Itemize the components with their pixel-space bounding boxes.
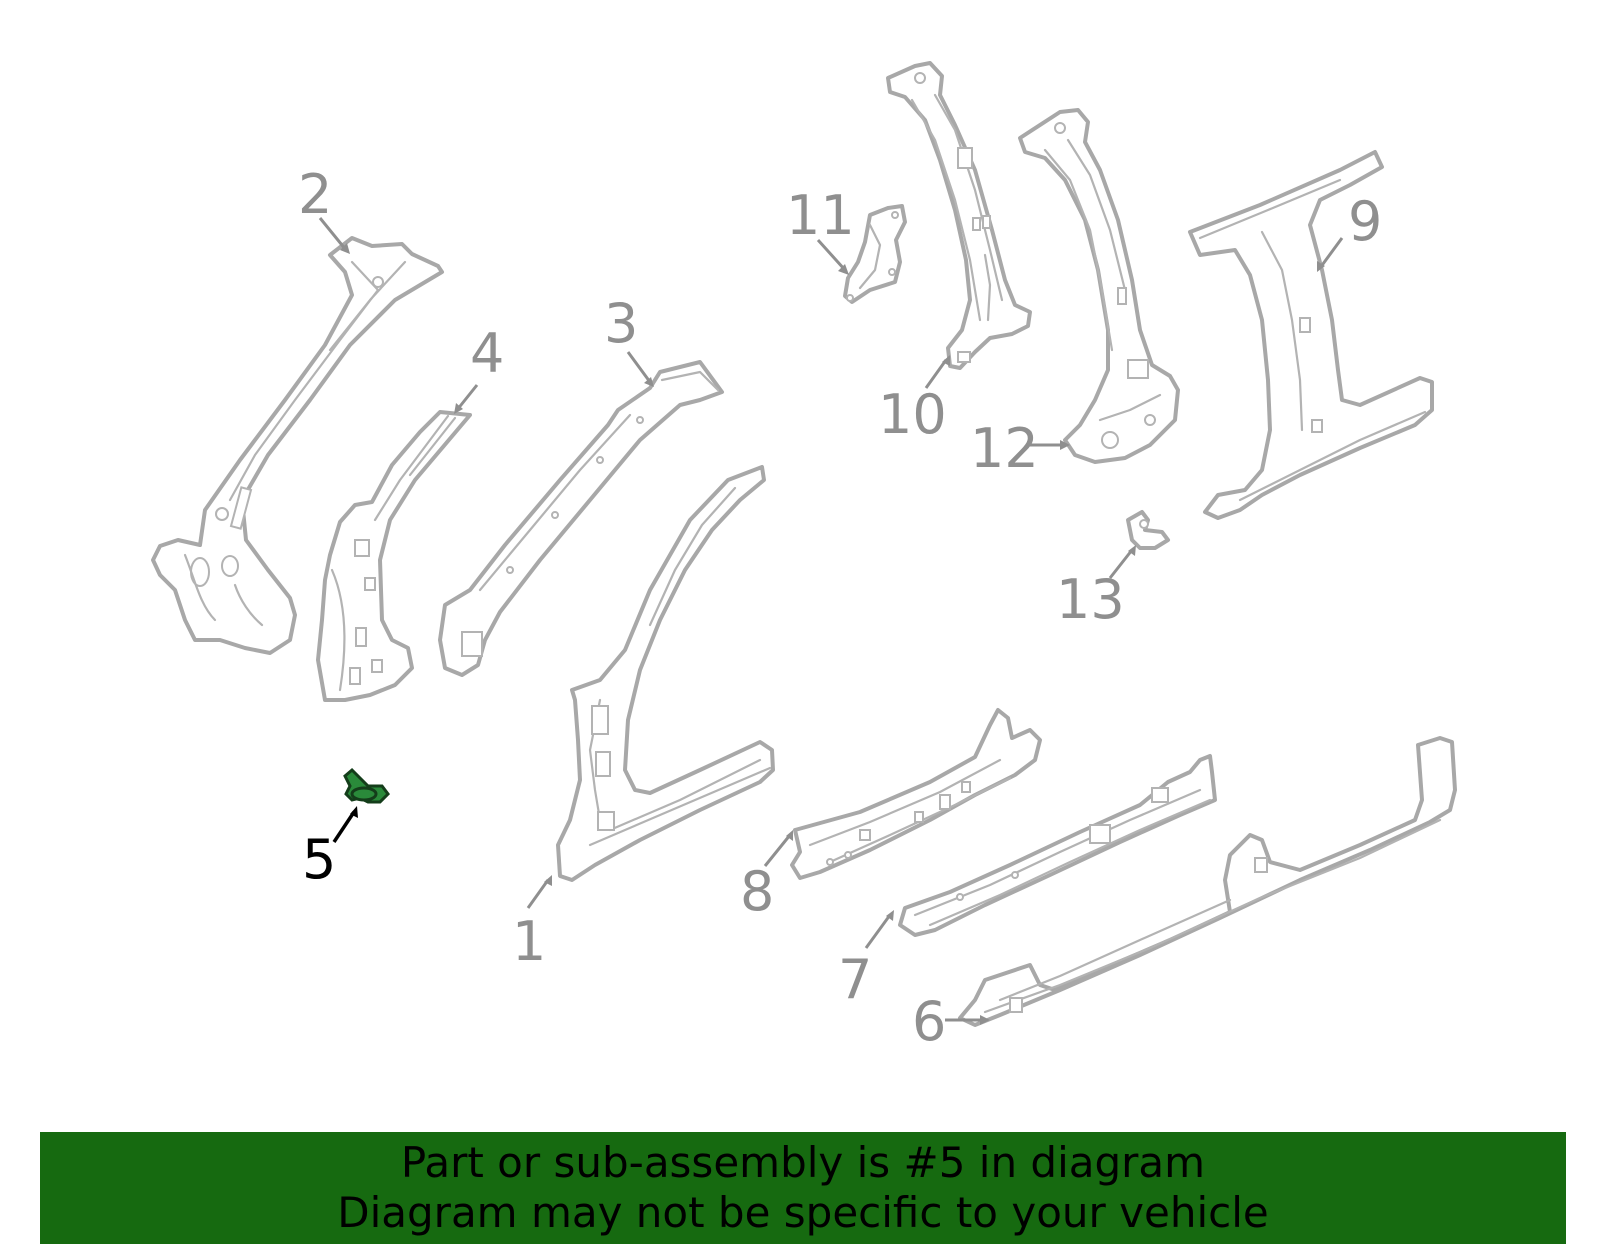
callout-5-highlighted: 5 xyxy=(302,828,336,891)
callout-7: 7 xyxy=(838,948,872,1011)
part-5-highlighted-clip[interactable] xyxy=(343,767,390,804)
part-13-clip[interactable] xyxy=(1126,510,1170,550)
part-7-rocker-inner[interactable] xyxy=(898,754,1217,937)
part-2-front-pillar-inner[interactable] xyxy=(151,236,444,655)
callout-3: 3 xyxy=(604,292,638,355)
callout-9: 9 xyxy=(1348,190,1382,253)
part-4-pillar-reinforcement[interactable] xyxy=(316,410,472,702)
part-6-rocker-outer[interactable] xyxy=(958,736,1457,1027)
part-11-bracket[interactable] xyxy=(843,204,907,304)
callout-10: 10 xyxy=(878,383,947,446)
info-banner: Part or sub-assembly is #5 in diagram Di… xyxy=(40,1132,1566,1244)
callout-11: 11 xyxy=(786,184,855,247)
part-1-body-side-outer[interactable] xyxy=(556,465,775,882)
part-12-center-pillar-reinforcement[interactable] xyxy=(1018,108,1180,464)
callout-1: 1 xyxy=(512,910,546,973)
banner-line-1: Part or sub-assembly is #5 in diagram xyxy=(400,1138,1206,1187)
part-9-center-pillar-outer[interactable] xyxy=(1188,150,1434,520)
callout-4: 4 xyxy=(470,322,504,385)
callout-13: 13 xyxy=(1056,568,1125,631)
banner-line-2: Diagram may not be specific to your vehi… xyxy=(337,1188,1269,1237)
leader-lines xyxy=(318,217,1344,1025)
callout-12: 12 xyxy=(970,417,1039,480)
callout-2: 2 xyxy=(298,163,332,226)
part-10-center-pillar-inner[interactable] xyxy=(886,61,1032,370)
callout-6: 6 xyxy=(912,990,946,1053)
part-8-rocker-inner-reinforcement[interactable] xyxy=(790,708,1042,880)
parts-diagram: 2 4 3 1 5 6 7 8 9 10 11 12 13 xyxy=(151,61,1457,1053)
part-3-pillar-outer-reinforcement[interactable] xyxy=(438,360,724,677)
callout-8: 8 xyxy=(740,860,774,923)
